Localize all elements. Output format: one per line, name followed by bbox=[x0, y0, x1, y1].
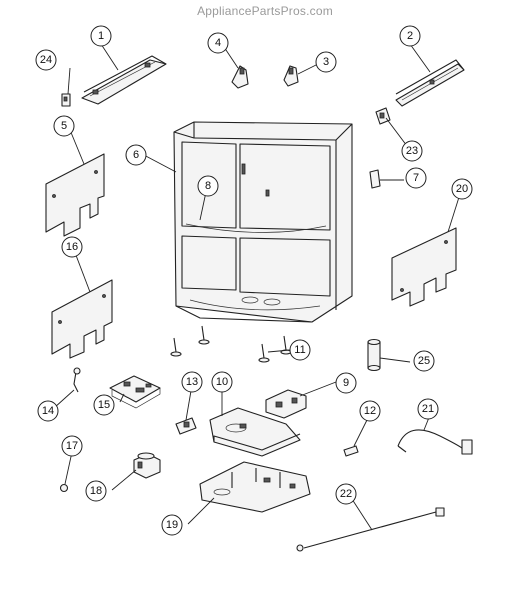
svg-text:12: 12 bbox=[364, 405, 376, 417]
callout-24[interactable]: 24 bbox=[35, 49, 57, 71]
svg-text:23: 23 bbox=[406, 145, 418, 157]
callout-14[interactable]: 14 bbox=[37, 400, 59, 422]
svg-text:13: 13 bbox=[186, 376, 198, 388]
part-4-bracket[interactable] bbox=[231, 65, 249, 89]
callout-3[interactable]: 3 bbox=[315, 51, 337, 73]
part-23-clip[interactable] bbox=[375, 107, 391, 125]
svg-text:14: 14 bbox=[42, 405, 54, 417]
svg-text:6: 6 bbox=[133, 149, 139, 161]
callout-11[interactable]: 11 bbox=[289, 339, 311, 361]
svg-text:3: 3 bbox=[323, 56, 329, 68]
svg-text:17: 17 bbox=[66, 440, 78, 452]
part-21-cord[interactable] bbox=[397, 429, 473, 455]
svg-text:19: 19 bbox=[166, 519, 178, 531]
part-17-knob[interactable] bbox=[59, 483, 69, 493]
callout-17[interactable]: 17 bbox=[61, 435, 83, 457]
callout-2[interactable]: 2 bbox=[399, 25, 421, 47]
callout-13[interactable]: 13 bbox=[181, 371, 203, 393]
callout-25[interactable]: 25 bbox=[413, 350, 435, 372]
callout-16[interactable]: 16 bbox=[61, 236, 83, 258]
callout-10[interactable]: 10 bbox=[211, 371, 233, 393]
part-5-side-panel[interactable] bbox=[45, 153, 105, 237]
part-1-rail[interactable] bbox=[81, 55, 167, 105]
part-18-motor[interactable] bbox=[133, 452, 161, 479]
callout-5[interactable]: 5 bbox=[53, 115, 75, 137]
callout-23[interactable]: 23 bbox=[401, 140, 423, 162]
part-9-valve[interactable] bbox=[265, 389, 307, 419]
part-15-control-board[interactable] bbox=[109, 375, 161, 409]
svg-text:25: 25 bbox=[418, 355, 430, 367]
part-24-clip[interactable] bbox=[61, 93, 71, 107]
svg-text:15: 15 bbox=[98, 399, 110, 411]
part-10-pump-housing[interactable] bbox=[209, 407, 301, 457]
svg-text:18: 18 bbox=[90, 485, 102, 497]
svg-text:7: 7 bbox=[413, 172, 419, 184]
part-3-bracket[interactable] bbox=[283, 65, 299, 87]
callout-20[interactable]: 20 bbox=[451, 178, 473, 200]
svg-text:4: 4 bbox=[215, 37, 221, 49]
callout-6[interactable]: 6 bbox=[125, 144, 147, 166]
leader-lines bbox=[53, 43, 461, 531]
svg-text:16: 16 bbox=[66, 241, 78, 253]
callout-9[interactable]: 9 bbox=[335, 372, 357, 394]
svg-text:5: 5 bbox=[61, 120, 67, 132]
svg-text:9: 9 bbox=[343, 377, 349, 389]
callout-4[interactable]: 4 bbox=[207, 32, 229, 54]
part-11-feet[interactable] bbox=[170, 325, 292, 363]
svg-text:10: 10 bbox=[216, 376, 228, 388]
part-13-bracket[interactable] bbox=[175, 417, 197, 435]
part-2-rail[interactable] bbox=[395, 59, 465, 107]
part-25-cylinder[interactable] bbox=[367, 338, 381, 372]
callout-18[interactable]: 18 bbox=[85, 480, 107, 502]
part-7-clip[interactable] bbox=[369, 169, 381, 189]
part-19-base[interactable] bbox=[199, 461, 311, 513]
callouts: 1 2 3 4 5 6 7 8 9 10 11 12 13 14 15 16 1… bbox=[35, 25, 473, 536]
svg-text:2: 2 bbox=[407, 30, 413, 42]
part-14-sensor[interactable] bbox=[73, 367, 81, 393]
svg-text:8: 8 bbox=[205, 180, 211, 192]
part-6-tub[interactable] bbox=[173, 121, 353, 323]
watermark-text: AppliancePartsPros.com bbox=[197, 4, 333, 18]
svg-text:11: 11 bbox=[294, 344, 305, 356]
part-16-side-panel[interactable] bbox=[51, 279, 113, 359]
svg-text:20: 20 bbox=[456, 183, 468, 195]
svg-text:24: 24 bbox=[40, 54, 52, 66]
callout-12[interactable]: 12 bbox=[359, 400, 381, 422]
svg-text:1: 1 bbox=[98, 30, 104, 42]
callout-21[interactable]: 21 bbox=[417, 398, 439, 420]
callout-8[interactable]: 8 bbox=[197, 175, 219, 197]
part-12-clip[interactable] bbox=[343, 445, 359, 457]
callout-19[interactable]: 19 bbox=[161, 514, 183, 536]
callout-1[interactable]: 1 bbox=[90, 25, 112, 47]
svg-text:21: 21 bbox=[422, 403, 434, 415]
part-20-side-panel[interactable] bbox=[391, 227, 457, 307]
callout-22[interactable]: 22 bbox=[335, 483, 357, 505]
callout-15[interactable]: 15 bbox=[93, 394, 115, 416]
part-22-cable[interactable] bbox=[296, 507, 445, 552]
svg-text:22: 22 bbox=[340, 488, 352, 500]
callout-7[interactable]: 7 bbox=[405, 167, 427, 189]
